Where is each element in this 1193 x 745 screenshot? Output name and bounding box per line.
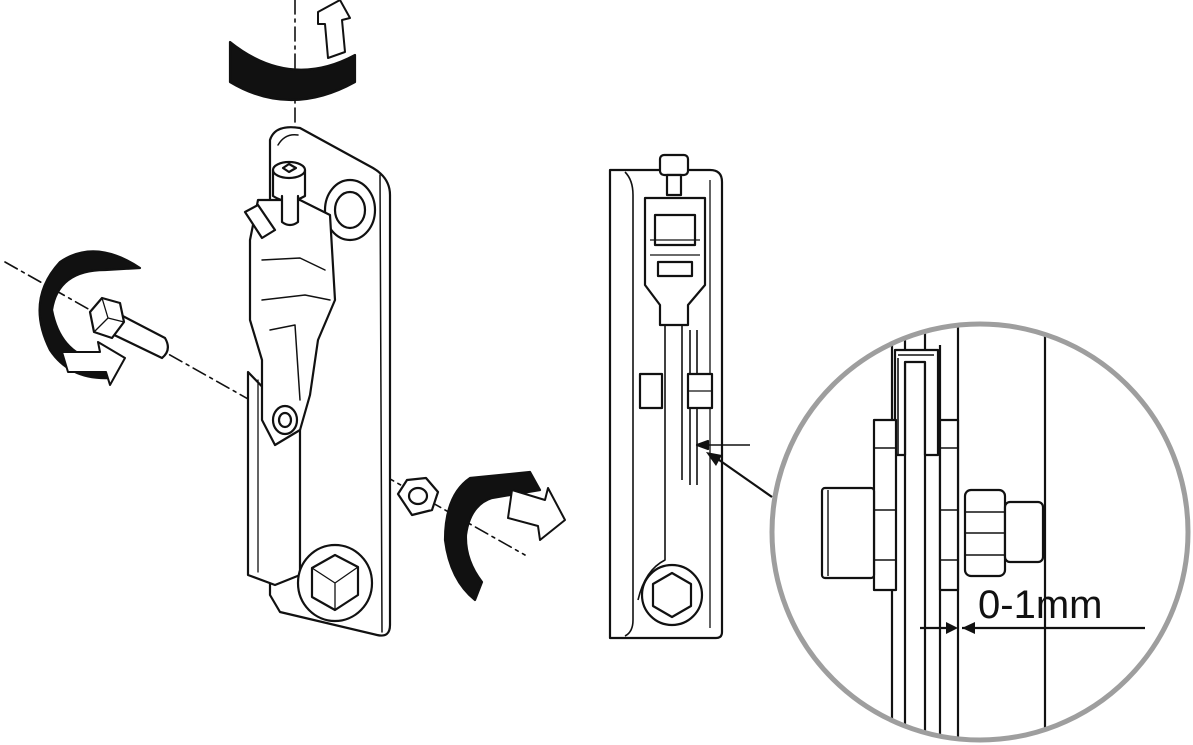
side-screw: [658, 153, 690, 197]
clamp-body: [248, 198, 337, 447]
hex-nut: [396, 476, 440, 517]
exploded-assembly: [4, 0, 566, 637]
gap-tolerance-label: 0-1mm: [978, 583, 1102, 627]
lower-hex-bolt: [296, 543, 374, 623]
magnifier-ring: [769, 321, 1191, 743]
rotation-arrow-right: [443, 470, 566, 602]
side-view-assembly: [608, 153, 773, 640]
detail-leader-arrow: [711, 454, 773, 498]
side-lower-bolt: [640, 563, 704, 627]
rotation-arrow-top: [228, 0, 357, 102]
rotation-arrow-left: [38, 250, 142, 386]
hex-bolt: [88, 296, 169, 360]
magnified-nut: [963, 488, 1045, 578]
socket-head-screw: [271, 160, 307, 227]
magnified-detail: 0-1mm: [769, 321, 1191, 743]
